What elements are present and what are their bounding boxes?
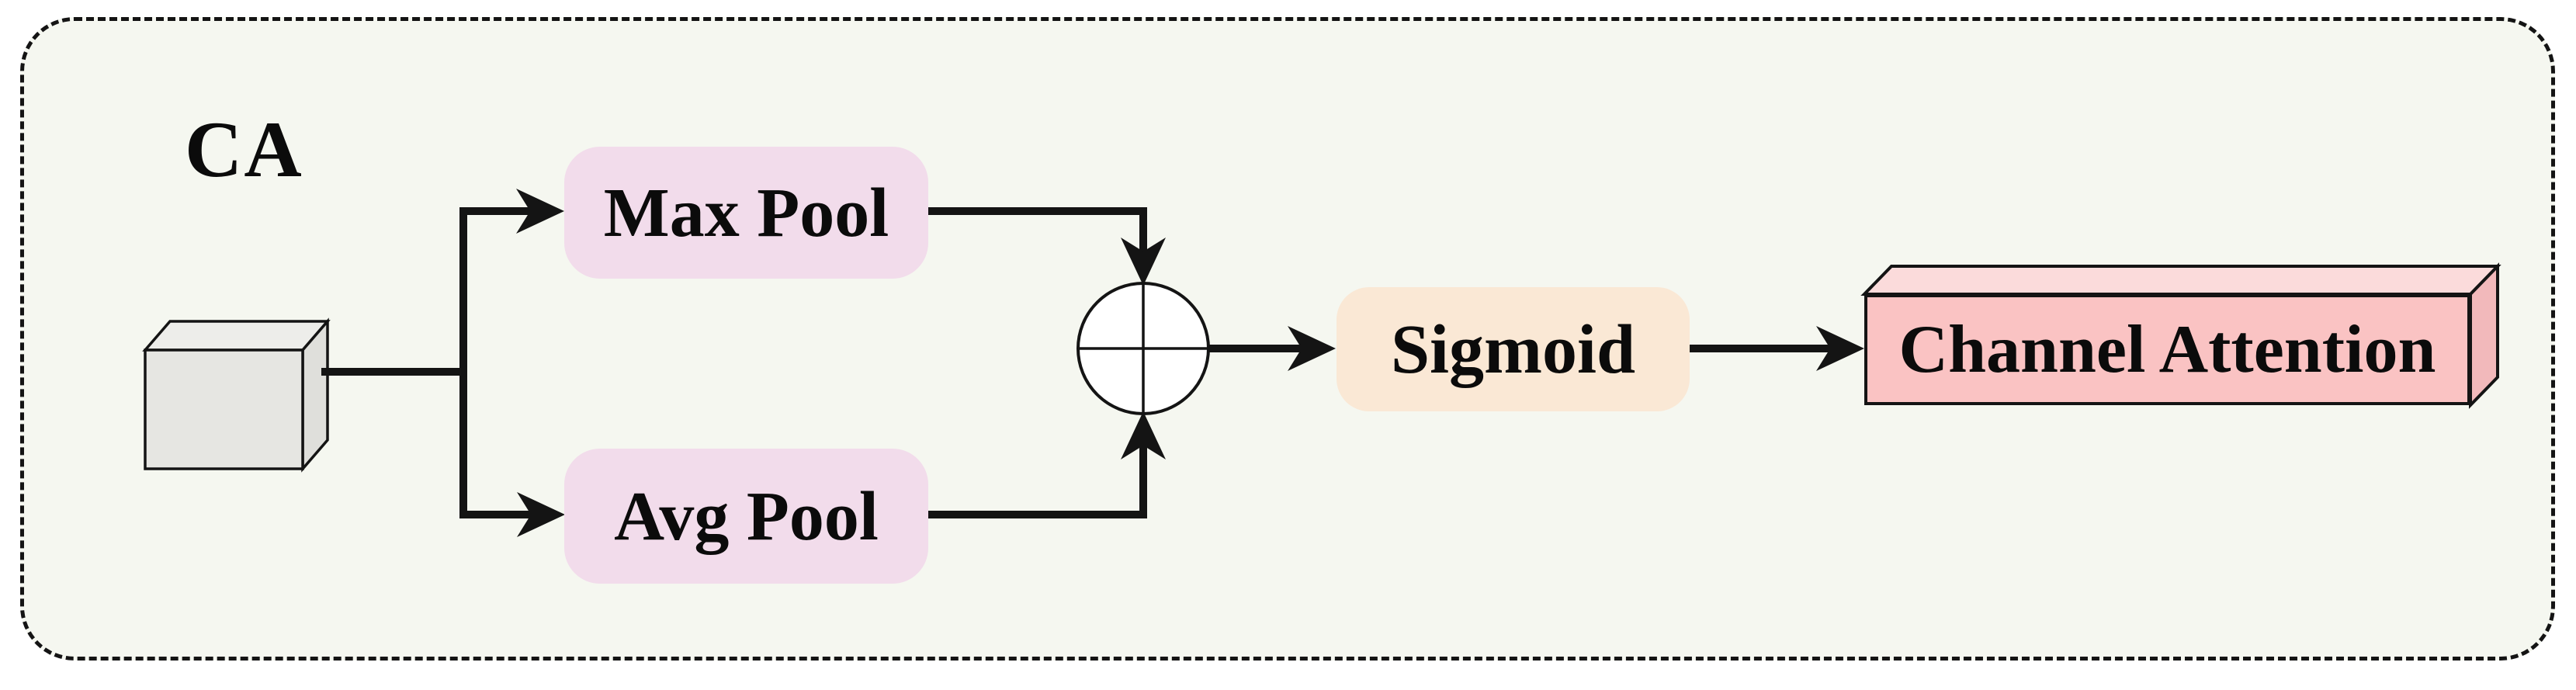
edge-avgpool-to-add (926, 411, 1166, 518)
max-pool-node: Max Pool (564, 147, 928, 279)
edge-avgpool-line (926, 444, 1147, 518)
elementwise-add-node (1077, 282, 1210, 415)
edge-sigmoid-to-attention (1690, 326, 1864, 371)
edge-maxpool-line (926, 207, 1147, 256)
cube-top-face (142, 320, 331, 352)
sigmoid-node: Sigmoid (1337, 287, 1690, 411)
channel-attention-label: Channel Attention (1898, 312, 2436, 387)
attention-top-face (1860, 265, 2501, 296)
max-pool-label: Max Pool (603, 174, 889, 251)
input-tensor-cube (142, 317, 331, 473)
avg-pool-label: Avg Pool (614, 477, 879, 555)
arrowhead-into-add-bottom (1121, 411, 1166, 459)
arrowhead-into-maxpool (516, 189, 564, 234)
cube-front-face (144, 348, 304, 470)
arrowhead-into-attention (1816, 326, 1864, 371)
arrowhead-into-sigmoid (1288, 326, 1336, 371)
edge-maxpool-to-add (926, 207, 1166, 286)
avg-pool-node: Avg Pool (564, 449, 928, 584)
sigmoid-label: Sigmoid (1390, 310, 1636, 388)
arrowhead-into-add-top (1121, 238, 1166, 286)
edge-add-to-sigmoid (1208, 326, 1336, 371)
arrowhead-into-avgpool (517, 492, 565, 537)
attention-box-3d-faces (1860, 262, 2501, 409)
module-title: CA (185, 106, 303, 194)
edge-input-to-pools (321, 189, 565, 537)
attention-side-face (2469, 262, 2499, 409)
channel-attention-node: Channel Attention (1864, 294, 2470, 405)
